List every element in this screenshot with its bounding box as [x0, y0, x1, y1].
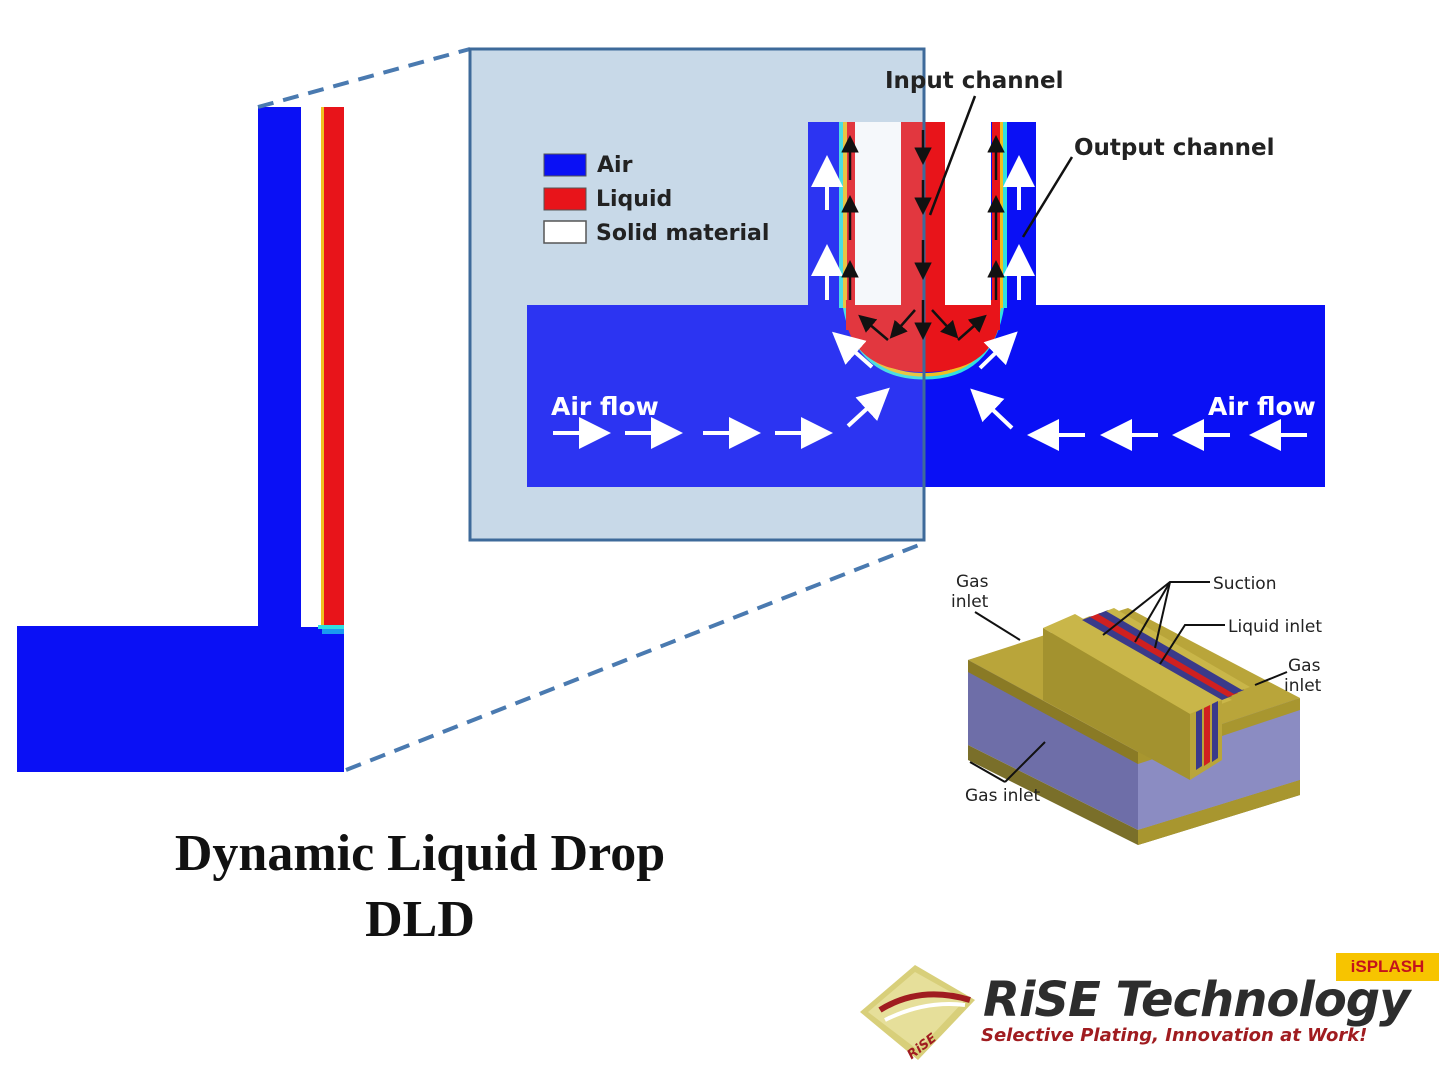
air-flow-right-label: Air flow	[1208, 392, 1316, 421]
title-line1: Dynamic Liquid Drop	[174, 825, 666, 882]
air-flow-arrows-left	[553, 331, 890, 449]
output-channel-label: Output channel	[1074, 135, 1275, 161]
legend-liquid-label: Liquid	[596, 187, 672, 212]
brand-name: RiSE Technology	[983, 972, 1410, 1028]
title-line2: DLD	[365, 891, 475, 948]
zoom-view: Air Liquid Solid material Input channel …	[468, 47, 1325, 542]
gas-inlet-right-line2: inlet	[1284, 676, 1322, 696]
gas-inlet-top-left-line2: inlet	[951, 592, 989, 612]
zoom-connector-lines	[257, 47, 925, 772]
rise-logo-emblem: RiSE	[860, 965, 975, 1063]
suction-label: Suction	[1213, 574, 1276, 594]
solid-wall-right	[945, 122, 991, 305]
legend-swatch-solid	[543, 220, 587, 244]
air-flow-left-label: Air flow	[551, 392, 659, 421]
gas-inlet-bottom-label: Gas inlet	[965, 786, 1041, 806]
input-channel-label: Input channel	[885, 68, 1064, 94]
solid-wall-left	[855, 122, 901, 305]
legend-swatch-liquid	[543, 187, 587, 211]
legend: Air Liquid Solid material	[543, 153, 769, 246]
gas-inlet-right-line1: Gas	[1288, 656, 1321, 676]
device-illustration: Gas inlet Suction Liquid inlet Gas inlet…	[951, 572, 1322, 845]
air-flow-arrows-right	[970, 331, 1307, 451]
gas-inlet-top-left-line1: Gas	[956, 572, 989, 592]
output-flow-arrows	[811, 155, 1035, 300]
left-simulation	[17, 107, 344, 772]
brand-tagline: Selective Plating, Innovation at Work!	[981, 1025, 1368, 1046]
legend-swatch-air	[543, 153, 587, 177]
legend-air-label: Air	[597, 153, 633, 178]
isplash-badge: iSPLASH	[1336, 953, 1439, 981]
legend-solid-label: Solid material	[596, 221, 769, 246]
liquid-inlet-label: Liquid inlet	[1228, 617, 1322, 637]
liquid-velocity-arrows	[841, 130, 1005, 341]
